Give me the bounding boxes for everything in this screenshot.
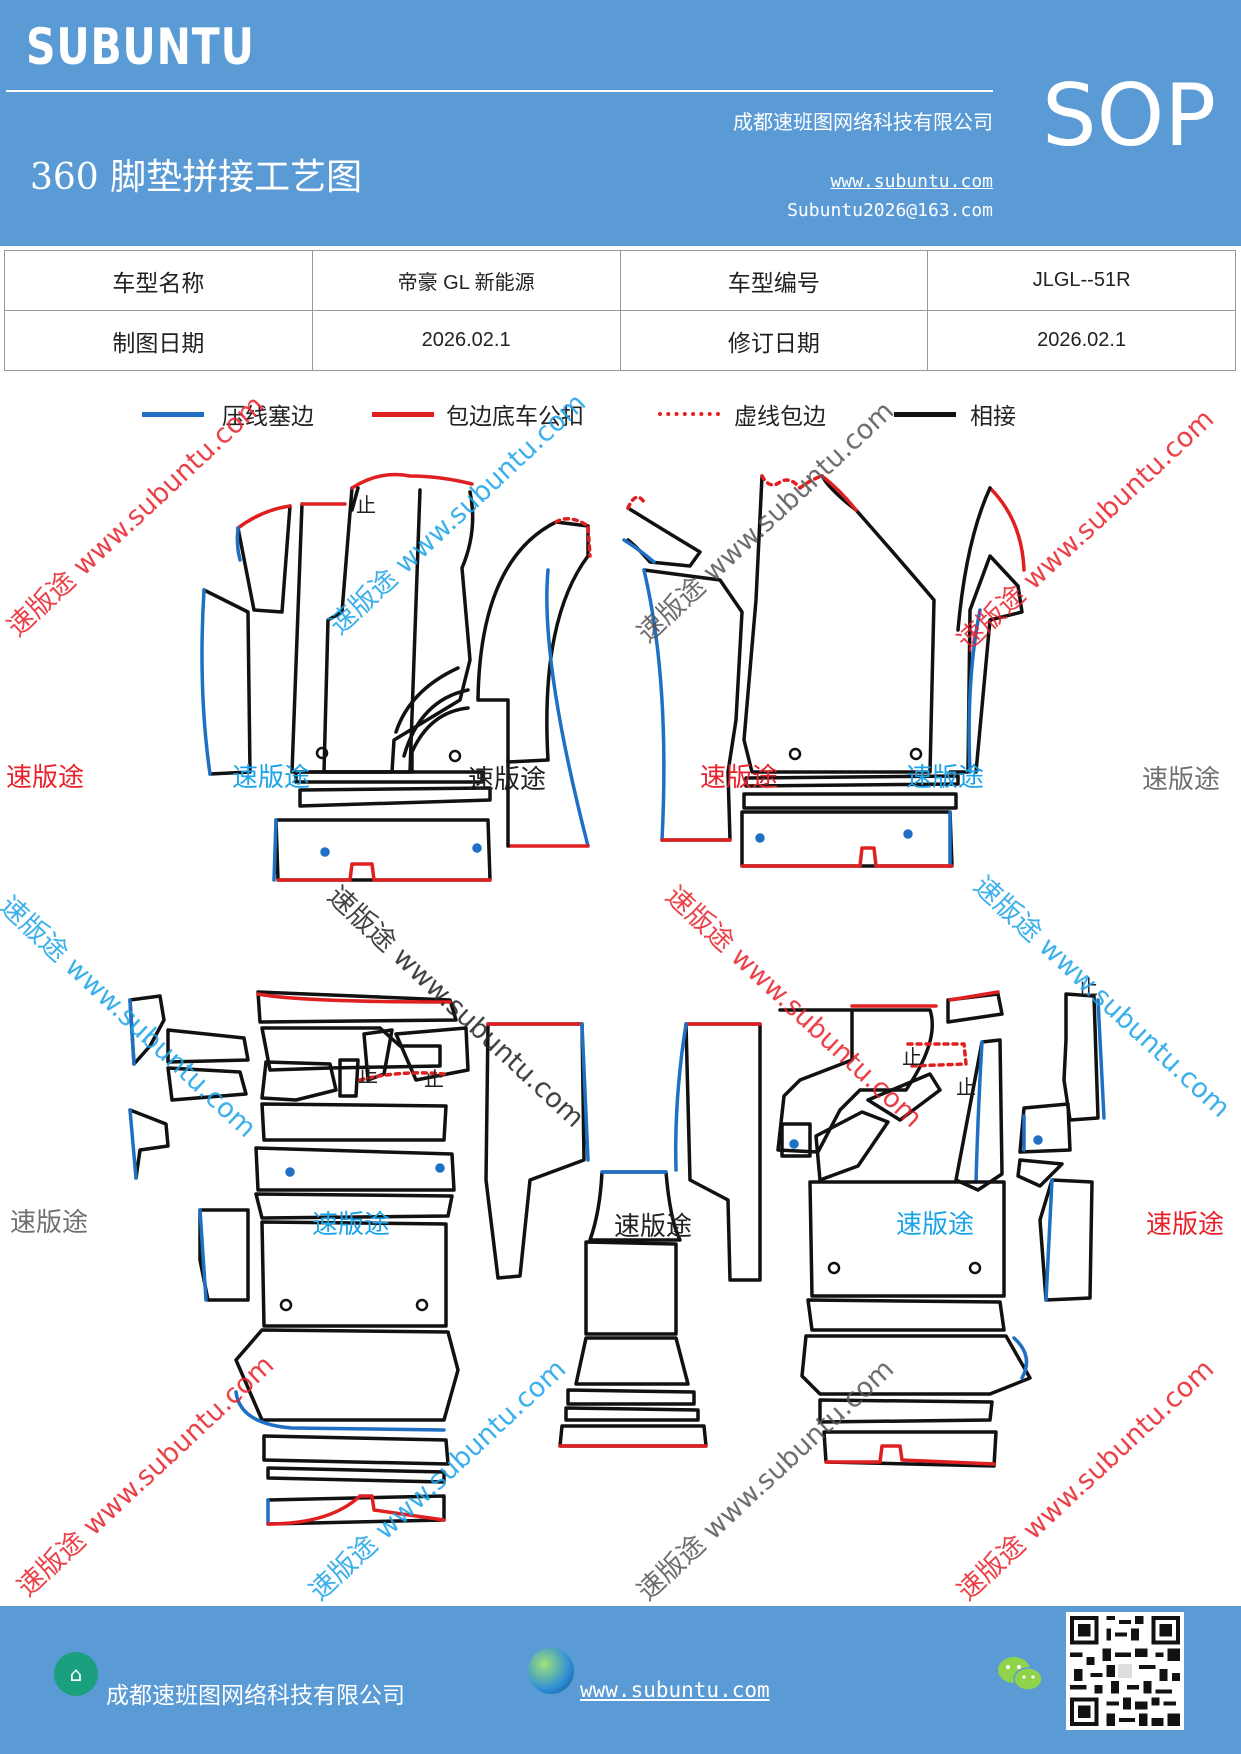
mat-group-rear-right — [776, 990, 1106, 1468]
watermark-text: 速版途 — [614, 1212, 693, 1242]
stop-marker: 止 — [956, 1075, 976, 1099]
legend-item-blue: 压线塞边 — [142, 395, 342, 435]
mat-group-front-left — [200, 472, 592, 882]
watermark-text: 速版途 — [232, 763, 311, 793]
stop-marker: 止 — [902, 1045, 922, 1069]
legend-label: 虚线包边 — [734, 404, 826, 430]
legend-item-dotted: 虚线包边 — [658, 395, 858, 435]
table-cell: 帝豪 GL 新能源 — [311, 250, 621, 311]
legend-item-black: 相接 — [894, 395, 1054, 435]
stop-marker: 止 — [358, 1063, 378, 1087]
watermark-text: 速版途 — [906, 763, 985, 793]
sop-badge: SOP — [1042, 66, 1217, 166]
footer-company: 成都速班图网络科技有限公司 — [106, 1683, 405, 1709]
wechat-icon[interactable] — [996, 1654, 1044, 1694]
watermark-text: 速版途 — [1146, 1210, 1225, 1240]
footer-website-link[interactable]: www.subuntu.com — [580, 1678, 770, 1702]
table-row: 车型名称 帝豪 GL 新能源 车型编号 JLGL--51R — [4, 250, 1236, 311]
table-cell: 2026.02.1 — [927, 310, 1236, 371]
legend-swatch — [658, 412, 720, 416]
table-cell: 车型名称 — [4, 250, 313, 311]
legend-label: 压线塞边 — [222, 404, 314, 430]
table-cell: 车型编号 — [619, 250, 929, 311]
stop-marker: 止 — [424, 1067, 444, 1091]
legend-label: 相接 — [970, 404, 1016, 430]
legend-item-red: 包边底车公扣 — [372, 395, 612, 435]
globe-icon — [528, 1648, 574, 1694]
watermark-text: 速版途 — [312, 1210, 391, 1240]
table-row: 制图日期 2026.02.1 修订日期 2026.02.1 — [4, 310, 1236, 371]
stop-marker: 止 — [1078, 975, 1098, 999]
table-cell: 修订日期 — [619, 310, 929, 371]
watermark-text: 速版途 — [1142, 765, 1221, 795]
watermark-text: 速版途 — [896, 1210, 975, 1240]
mat-group-front-right — [622, 474, 1026, 868]
legend-swatch — [142, 412, 204, 417]
email-address[interactable]: Subuntu2026@163.com — [787, 200, 993, 221]
legend-swatch — [894, 412, 956, 417]
watermark-text: 速版途 — [10, 1208, 89, 1238]
company-name: 成都速班图网络科技有限公司 — [733, 110, 993, 134]
building-icon: ⌂ — [54, 1652, 98, 1696]
mat-group-center-tunnel — [558, 1022, 762, 1448]
table-cell: 制图日期 — [4, 310, 313, 371]
watermark-text: 速版途 — [6, 763, 85, 793]
page-footer: ⌂ 成都速班图网络科技有限公司 www.subuntu.com — [0, 1606, 1241, 1754]
page-header: SUBUNTU 360 脚垫拼接工艺图 成都速班图网络科技有限公司 www.su… — [0, 0, 1241, 246]
header-divider — [6, 90, 993, 92]
watermark-text: 速版途 — [468, 765, 547, 795]
table-cell: 2026.02.1 — [311, 310, 621, 371]
mat-group-rear-left — [128, 990, 590, 1526]
stop-marker: 止 — [356, 493, 376, 517]
qr-code[interactable] — [1066, 1612, 1184, 1730]
brand-logo: SUBUNTU — [26, 18, 255, 76]
vehicle-info-table: 车型名称 帝豪 GL 新能源 车型编号 JLGL--51R 制图日期 2026.… — [4, 250, 1236, 371]
legend-swatch — [372, 412, 434, 417]
document-title: 360 脚垫拼接工艺图 — [30, 157, 363, 198]
table-cell: JLGL--51R — [927, 250, 1236, 311]
website-link[interactable]: www.subuntu.com — [830, 171, 993, 192]
watermark-text: 速版途 — [700, 763, 779, 793]
legend-label: 包边底车公扣 — [446, 404, 584, 430]
